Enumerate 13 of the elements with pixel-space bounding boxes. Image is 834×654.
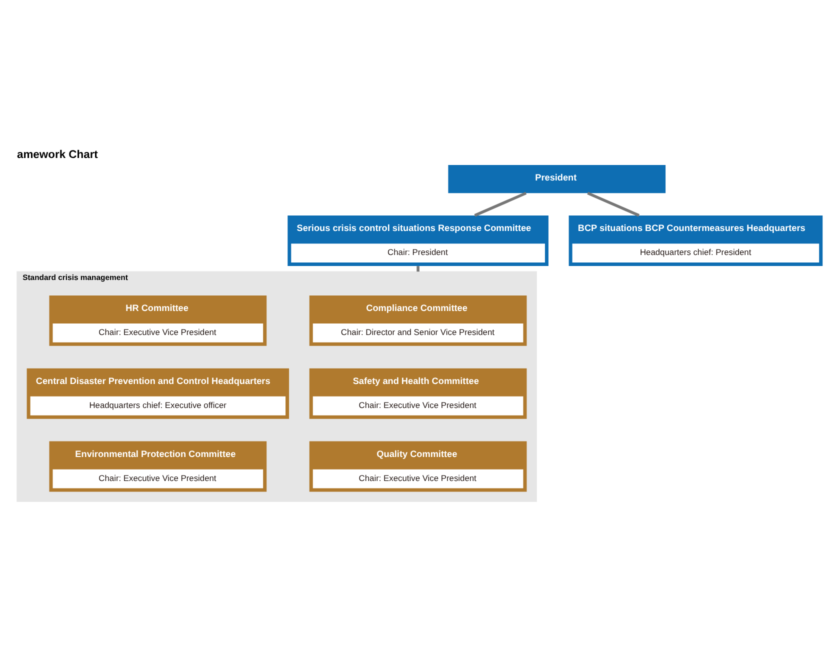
node-box: Environmental Protection Committee Chair: Executive Vice President: [49, 441, 267, 492]
node-box: President: [448, 165, 666, 194]
node-box: BCP situations BCP Countermeasures Headquarters Headquarters chief: President: [568, 216, 823, 266]
node-box: Serious crisis control situations Response Committee Chair: President: [288, 216, 548, 266]
node-box: Quality Committee Chair: Executive Vice President: [309, 441, 527, 492]
node-box: Central Disaster Prevention and Control Headquarters Headquarters chief: Executive officer: [26, 368, 290, 419]
connector: [587, 192, 640, 217]
connector: [416, 266, 420, 272]
connector: [474, 192, 527, 217]
node-box: Safety and Health Committee Chair: Executive Vice President: [309, 368, 527, 419]
node-box: HR Committee Chair: Executive Vice President: [49, 295, 267, 346]
diagram-title: amework Chart: [16, 148, 98, 161]
node-box: Compliance Committee Chair: Director and Senior Vice President: [309, 295, 527, 346]
